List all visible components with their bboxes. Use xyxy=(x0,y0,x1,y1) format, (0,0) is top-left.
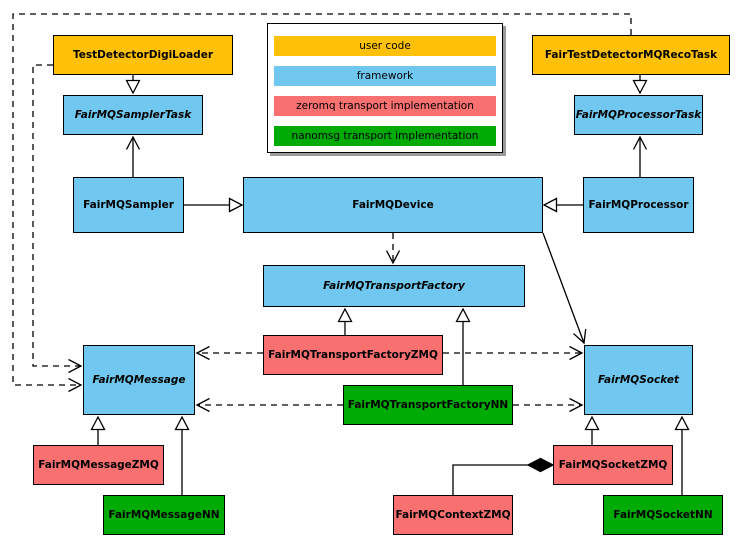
edge-recoTask-message xyxy=(12,13,632,393)
class-box-fairmqtransportfactorynn: FairMQTransportFactoryNN xyxy=(343,385,513,425)
class-box-fairmqsocketzmq: FairMQSocketZMQ xyxy=(553,445,673,485)
edge-lines xyxy=(12,13,682,495)
edge-digiLoader-message xyxy=(32,64,83,374)
class-box-fairmqsampler: FairMQSampler xyxy=(73,177,184,233)
legend-item-nanomsg: nanomsg transport implementation xyxy=(274,126,496,146)
class-box-fairmqtransportfactoryzmq: FairMQTransportFactoryZMQ xyxy=(263,335,443,375)
legend-item-framework: framework xyxy=(274,66,496,86)
class-box-fairmqprocessortask: FairMQProcessorTask xyxy=(574,95,703,135)
class-box-fairmqdevice: FairMQDevice xyxy=(243,177,543,233)
legend: user code framework zeromq transport imp… xyxy=(267,23,503,153)
composition-diamond xyxy=(526,457,555,473)
class-box-fairmqsocket: FairMQSocket xyxy=(584,345,693,415)
class-box-fairmqsamplertask: FairMQSamplerTask xyxy=(63,95,203,135)
class-box-fairmqtransportfactory: FairMQTransportFactory xyxy=(263,265,525,307)
edge-contextZMQ-socketZMQ xyxy=(452,464,528,495)
class-box-fairmqmessagezmq: FairMQMessageZMQ xyxy=(33,445,164,485)
edge-device-socket xyxy=(542,232,587,345)
class-box-fairmqprocessor: FairMQProcessor xyxy=(583,177,694,233)
legend-item-zeromq: zeromq transport implementation xyxy=(274,96,496,116)
class-box-fairmqsocketnn: FairMQSocketNN xyxy=(603,495,723,535)
class-box-testdetectordigiloader: TestDetectorDigiLoader xyxy=(53,35,233,75)
class-box-fairmqcontextzmq: FairMQContextZMQ xyxy=(393,495,513,535)
legend-item-user-code: user code xyxy=(274,36,496,56)
class-box-fairmqmessagenn: FairMQMessageNN xyxy=(103,495,225,535)
class-box-fairtestdetectormqrecotask: FairTestDetectorMQRecoTask xyxy=(532,35,730,75)
class-box-fairmqmessage: FairMQMessage xyxy=(83,345,195,415)
